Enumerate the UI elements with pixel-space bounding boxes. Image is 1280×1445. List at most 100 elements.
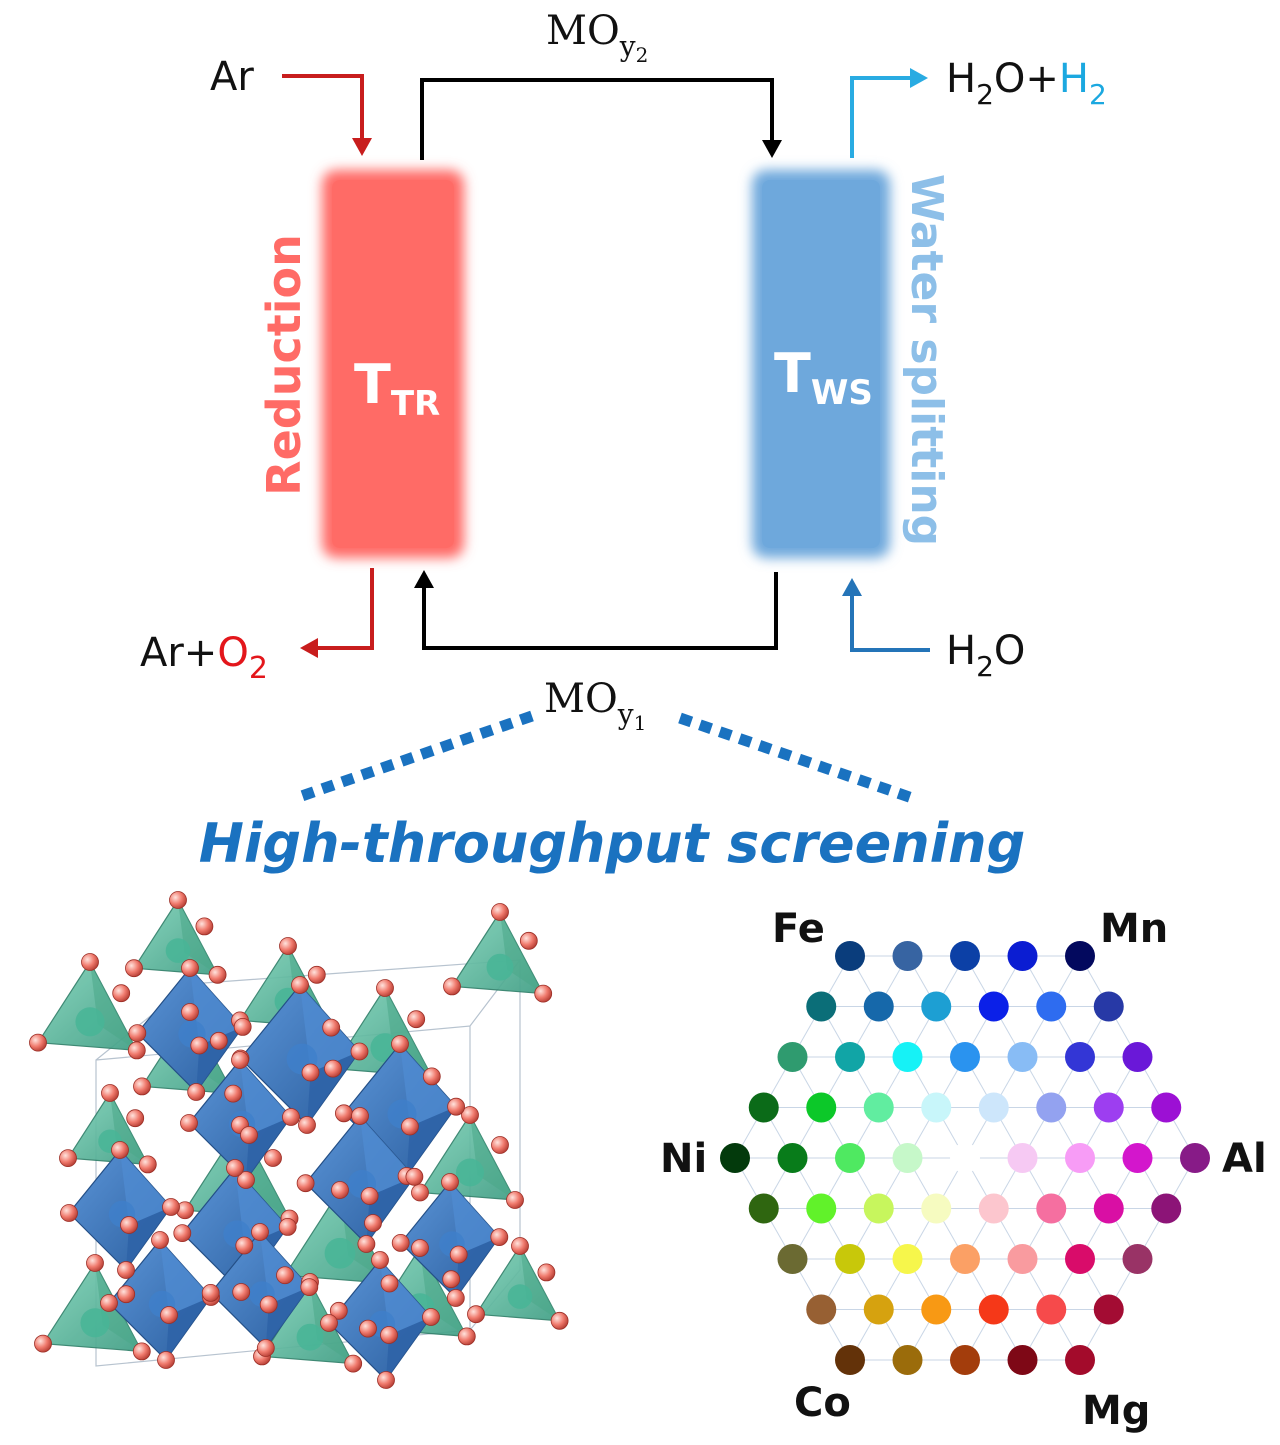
argon-inlet-label: Ar — [210, 54, 254, 100]
bottom-oxide-sub-letter: y — [617, 698, 634, 731]
tetrahedron-face — [385, 988, 432, 1077]
water-o-plus-text: O+ — [994, 56, 1059, 102]
corner-label-mg: Mg — [1082, 1388, 1150, 1434]
oxygen-atom — [391, 1234, 410, 1252]
reduction-temp-subscript: TR — [391, 384, 440, 424]
oxygen-atom — [264, 1149, 282, 1167]
oxygen-atom — [101, 1084, 119, 1102]
ws-temp-subscript: WS — [811, 373, 873, 413]
composition-dot — [978, 1294, 1009, 1325]
oxygen-atom — [187, 1083, 206, 1101]
water-in-h-subscript: 2 — [976, 650, 994, 683]
octahedron-face — [120, 1150, 171, 1225]
composition-dot — [1007, 1244, 1038, 1274]
tetrahedral-cation — [456, 1158, 484, 1187]
tetrahedral-cation — [324, 1237, 356, 1269]
composition-dot — [950, 1042, 980, 1072]
oxygen-atom — [344, 1354, 363, 1373]
oxygen-atom — [411, 1183, 429, 1202]
oxygen-atom — [117, 1285, 136, 1304]
oxygen-atom — [173, 1224, 192, 1242]
composition-dot — [892, 1244, 923, 1274]
oxygen-atom — [360, 1187, 379, 1205]
screening-label: High-throughput screening — [199, 812, 1026, 875]
oxygen-atom — [446, 1289, 465, 1307]
composition-dot — [777, 1143, 808, 1173]
composition-dot — [921, 1193, 952, 1224]
oxygen-atom — [235, 1236, 254, 1255]
oxygen-atom — [400, 1117, 419, 1136]
oxygen-atom — [449, 1245, 468, 1264]
reduced-oxide-label: MOy1 — [544, 676, 646, 735]
octahedron-face — [307, 1051, 360, 1125]
oxygen-atom — [59, 1149, 77, 1167]
oxygen-atom — [490, 1228, 509, 1246]
oxygen-atom — [100, 1294, 118, 1312]
oxygen-atom — [506, 1191, 524, 1209]
oxygen-atom — [126, 1109, 145, 1128]
bottom-oxide-sub-index: 1 — [634, 711, 647, 735]
oxidized-oxide-label: MOy2 — [546, 8, 648, 67]
tetrahedron-face — [500, 912, 544, 994]
composition-dot — [1036, 1294, 1067, 1325]
composition-dot — [720, 1143, 750, 1173]
oxygen-atom — [442, 1270, 461, 1289]
water-in-h-text: H — [946, 628, 976, 674]
oxygen-atom — [195, 917, 214, 936]
oxygen-atom — [350, 1042, 369, 1061]
composition-dot — [1065, 1042, 1095, 1072]
top-cycle-arrowhead — [762, 140, 782, 158]
oxygen-atom — [282, 1108, 300, 1126]
composition-dot — [1036, 1193, 1067, 1224]
oxygen-atom — [307, 965, 326, 984]
oxygen-atom — [81, 953, 99, 971]
composition-dot — [1036, 1092, 1067, 1123]
water-splitting-reactor: TWS — [752, 170, 890, 558]
composition-dot — [1093, 1294, 1124, 1325]
hydrogen-outlet-label: H2O+H2 — [946, 56, 1107, 111]
oxygen-atom — [537, 1263, 556, 1282]
oxygen-atom — [491, 903, 509, 921]
composition-dot — [978, 991, 1009, 1022]
octahedron-face — [240, 1060, 291, 1135]
reduction-side-label: Reduction — [257, 234, 311, 496]
composition-dot — [748, 1193, 779, 1224]
composition-dot — [835, 1244, 865, 1274]
composition-dot — [806, 1193, 837, 1224]
composition-dot — [1151, 1193, 1182, 1224]
composition-dot — [921, 991, 952, 1022]
tetrahedral-cation — [507, 1284, 533, 1309]
composition-dot — [1065, 941, 1095, 971]
right-dotted-connector — [678, 712, 920, 806]
oxygen-atom — [550, 1311, 569, 1330]
oxygen-atom — [233, 1018, 252, 1036]
oxygen-atom — [519, 931, 538, 950]
composition-dot — [1180, 1143, 1210, 1173]
oxygen-atom — [447, 1097, 466, 1116]
tetrahedral-cation — [75, 1007, 105, 1037]
oxygen-atom — [138, 1155, 157, 1174]
oxygen-atom — [112, 984, 131, 1003]
oxygen-atom — [133, 1077, 151, 1096]
oxygen-atom — [226, 1159, 244, 1177]
composition-dot — [1007, 1345, 1038, 1375]
oxygen-atom — [34, 1334, 52, 1353]
oxygen-atom — [181, 1003, 199, 1021]
svg-text:TTR: TTR — [354, 353, 440, 424]
oxygen-atom — [380, 1274, 399, 1293]
composition-dot — [863, 991, 894, 1022]
tetrahedral-cation — [165, 938, 191, 963]
oxygen-atom — [232, 1283, 251, 1301]
oxygen-atom — [151, 1231, 169, 1249]
left-dotted-connector — [294, 710, 534, 804]
oxygen-atom — [128, 1024, 147, 1042]
oxygen-atom — [491, 1136, 509, 1154]
composition-dot — [1065, 1244, 1095, 1274]
oxygen-atom — [259, 1295, 278, 1314]
tetrahedral-cation — [296, 1323, 324, 1351]
corner-label-fe: Fe — [772, 906, 825, 952]
oxygen-atom — [443, 977, 461, 996]
corner-label-mn: Mn — [1100, 906, 1168, 952]
oxygen-atom — [127, 1041, 146, 1060]
